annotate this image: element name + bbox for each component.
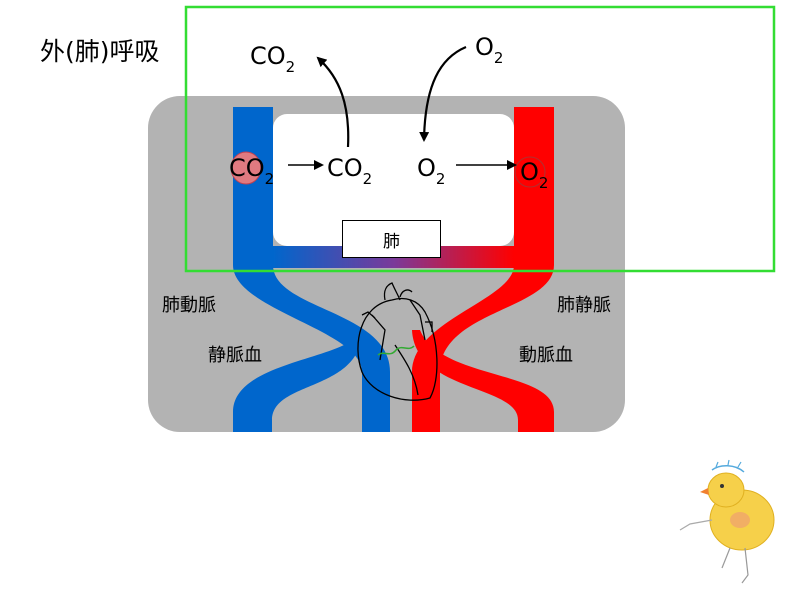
arrow-co2-exhale bbox=[316, 56, 350, 148]
page-title: 外(肺)呼吸 bbox=[40, 37, 160, 66]
lung-label: 肺 bbox=[383, 231, 400, 252]
label-pulmonary-vein: 肺静脈 bbox=[557, 295, 611, 316]
lung-label-box: 肺 bbox=[342, 220, 441, 258]
label-pulmonary-artery: 肺動脈 bbox=[162, 295, 216, 316]
label-arterial-blood: 動脈血 bbox=[519, 345, 573, 366]
co2-blood-left: CO2 bbox=[229, 154, 274, 188]
o2-inhaled: O2 bbox=[475, 33, 503, 67]
arrow-o2-inhale bbox=[419, 45, 467, 142]
heart-green-mark bbox=[377, 345, 415, 356]
highlight-box bbox=[184, 5, 776, 273]
o2-lung: O2 bbox=[417, 154, 445, 188]
chick-doodle bbox=[679, 459, 775, 584]
venous-vessel-top bbox=[233, 107, 273, 119]
co2-exhaled: CO2 bbox=[250, 42, 295, 76]
co2-lung: CO2 bbox=[327, 154, 372, 188]
arterial-vessel-lower bbox=[412, 330, 554, 432]
blood-cell-left bbox=[230, 151, 262, 185]
arterial-vessel-top bbox=[514, 107, 554, 119]
arterial-vessel bbox=[412, 107, 554, 432]
blood-cell-right bbox=[514, 156, 546, 188]
venous-vessel-lower bbox=[233, 330, 362, 432]
lung-area bbox=[273, 114, 514, 246]
label-venous-blood: 静脈血 bbox=[208, 345, 262, 366]
o2-blood-right: O2 bbox=[520, 158, 548, 192]
